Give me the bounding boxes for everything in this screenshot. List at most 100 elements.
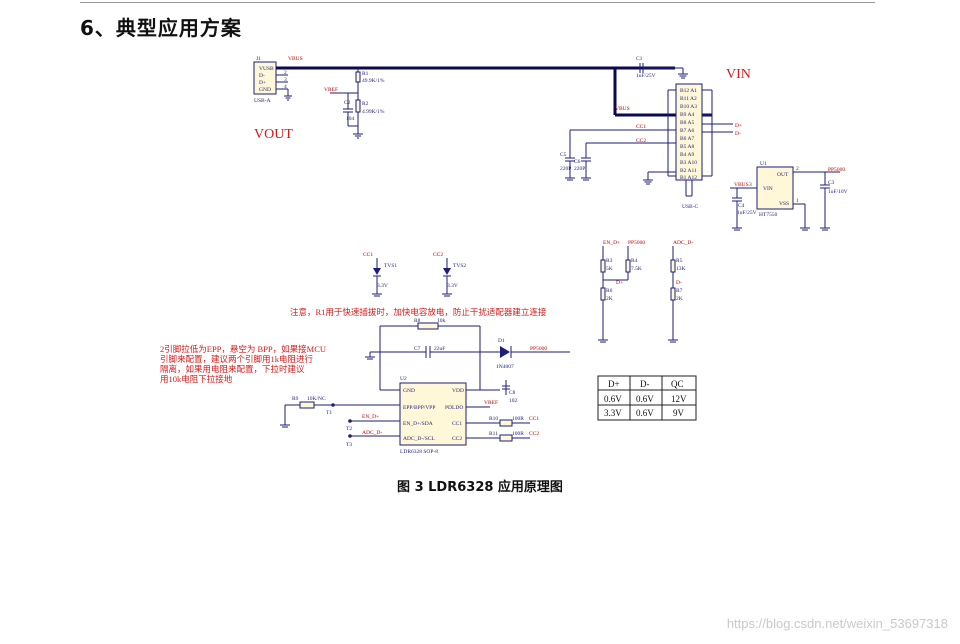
net-label-pp5000-u1: PP5000	[828, 167, 845, 173]
net-label-cc1-u2: CC1	[529, 416, 539, 422]
c7-ref: C7	[414, 346, 421, 352]
r3-ref: R3	[606, 258, 613, 264]
net-label-cc1-tvs: CC1	[363, 252, 373, 258]
vin-label: VIN	[726, 67, 751, 82]
r4-value: 7.5K	[631, 266, 642, 272]
t2-ref: T2	[346, 426, 352, 432]
usbc-pin-2: B10 A3	[680, 104, 697, 110]
d1-ref: D1	[498, 338, 505, 344]
net-label-cc2-tvs: CC2	[433, 252, 443, 258]
c2-value: 104	[346, 116, 355, 122]
r5-resistor	[670, 259, 676, 273]
usbc-pin-1: B11 A2	[680, 96, 697, 102]
net-label-cc2-u2: CC2	[529, 431, 539, 437]
usbc-pin-4: B8 A5	[680, 120, 694, 126]
net-label-vbus-top: VBUS	[288, 56, 303, 62]
net-label-en-u2: EN_D+	[362, 414, 379, 420]
c1-ref: C1	[636, 56, 643, 62]
r1-value: 49.9K/1%	[362, 78, 385, 84]
u1-name: HT7550	[759, 212, 778, 218]
usb-a-connector: J1 VUSB D- D+ GND USB-A 2 3 4	[253, 56, 292, 104]
usb-a-pinnum-3: 3	[284, 77, 287, 83]
usb-a-pin-gnd: GND	[259, 87, 271, 93]
table-cell-r0c0: 0.6V	[604, 394, 622, 404]
u2-pin-gnd: GND	[403, 388, 415, 394]
usb-a-body	[253, 61, 277, 95]
net-label-dminus-div: D-	[676, 280, 682, 286]
net-label-cc2-usbc: CC2	[636, 138, 646, 144]
u2-pin-en: EN_D+/SDA	[403, 421, 433, 427]
r11-ref: R11	[489, 431, 498, 437]
c8-ref: C8	[509, 390, 516, 396]
r9-ref: R9	[292, 396, 299, 402]
usbc-pin-11: B1 A12	[680, 175, 697, 181]
usb-c-name: USB-C	[682, 204, 699, 210]
tvs1-ref: TVS1	[384, 263, 397, 269]
r2-resistor	[355, 99, 361, 113]
net-label-dplus-div: D+	[616, 280, 623, 286]
u1-pin-vin: VIN	[763, 186, 773, 192]
c6-value: 220P	[574, 166, 585, 172]
u2-pin-cc1: CC1	[452, 421, 462, 427]
c8-value: 102	[509, 398, 518, 404]
net-label-adc-div: ADC_D-	[673, 240, 693, 246]
r10-value: 100R	[512, 416, 524, 422]
c1-capacitor: C1 1uF/25V	[636, 56, 688, 79]
note-pin2-line1: 2引脚拉低为EPP，悬空为 BPP，如果接MCU	[160, 344, 326, 354]
t1-ref: T1	[326, 410, 332, 416]
u1-pinnum-1: 1	[796, 198, 799, 204]
r11-value: 100R	[512, 431, 524, 437]
dplus-divider: EN_D+ PP5000 R3 5K R6 2K R4 7.5K D+	[598, 240, 645, 343]
usbc-pin-3: B9 A4	[680, 112, 694, 118]
r10-resistor	[499, 419, 513, 427]
u2-pin-cc2: CC2	[452, 436, 462, 442]
r3-resistor	[600, 259, 606, 273]
note-pin2-line4: 用10k电阻下拉接地	[160, 374, 233, 384]
usbc-pin-8: B4 A9	[680, 152, 694, 158]
usb-a-pinnum-4: 4	[284, 84, 287, 90]
u1-pinnum-2: 2	[796, 166, 799, 172]
table-cell-r1c0: 3.3V	[604, 408, 622, 418]
figure-caption: 图 3 LDR6328 应用原理图	[397, 480, 563, 495]
c3-ref: C3	[828, 180, 835, 186]
usbc-pin-7: B5 A8	[680, 144, 694, 150]
usbc-pin-9: B3 A10	[680, 160, 697, 166]
r10-ref: R10	[489, 416, 498, 422]
vref-divider: R1 49.9K/1% R2 4.99K/1% VREF C2 104	[324, 68, 385, 139]
r7-value: 2K	[676, 296, 683, 302]
c2-ref: C2	[344, 100, 351, 106]
table-cell-r1c1: 0.6V	[636, 408, 654, 418]
page-top-rule	[80, 2, 875, 3]
u2-name: LDR6328 SOP-8	[400, 449, 438, 455]
u1-pin-vss: VSS	[779, 201, 789, 207]
c5-ref: C5	[560, 152, 567, 158]
dminus-divider: ADC_D- R5 13K D- R7 2K	[668, 240, 693, 343]
net-label-vref-top: VREF	[324, 87, 338, 93]
usb-a-pin-dminus: D-	[259, 73, 265, 79]
table-cell-r0c2: 12V	[671, 394, 687, 404]
tvs-protection: CC1 TVS1 3.3V CC2 TVS2 3.3V	[363, 252, 466, 297]
table-header-dminus: D-	[640, 379, 650, 389]
r8-resistor	[417, 322, 439, 330]
usb-a-pin-vusb: VUSB	[259, 66, 274, 72]
c4-ref: C4	[738, 203, 745, 209]
usb-c-connector: B12 A1 B11 A2 B10 A3 B9 A4 B8 A5 B7 A6 B…	[643, 83, 742, 210]
regulator-u1: U1 VIN OUT VSS HT7550 3 2 1 VBUS C4 1uF/…	[730, 161, 848, 231]
u1-pin-out: OUT	[777, 172, 789, 178]
net-label-pp5000-d1: PP5000	[530, 346, 547, 352]
cc-lines: CC1 CC2 C5 220P C6 220P	[560, 124, 676, 181]
r1-resistor	[355, 71, 361, 83]
usbc-pin-5: B7 A6	[680, 128, 694, 134]
usb-a-pin-dplus: D+	[259, 80, 266, 86]
usbc-pin-6: B6 A7	[680, 136, 694, 142]
note-r1: 注意，R1用于快速插拔时，加快电容放电，防止干扰适配器建立连接	[290, 307, 547, 317]
r5-ref: R5	[676, 258, 683, 264]
c5-value: 220P	[560, 166, 571, 172]
c7-value: 22uF	[434, 346, 445, 352]
table-cell-r1c2: 9V	[673, 408, 685, 418]
r6-value: 2K	[606, 296, 613, 302]
r6-resistor	[600, 287, 606, 301]
u1-pinnum-3: 3	[749, 182, 752, 188]
c3-value: 1uF/10V	[828, 189, 848, 195]
note-pin2: 2引脚拉低为EPP，悬空为 BPP，如果接MCU 引脚来配置，建议两个引脚用1k…	[160, 344, 326, 384]
